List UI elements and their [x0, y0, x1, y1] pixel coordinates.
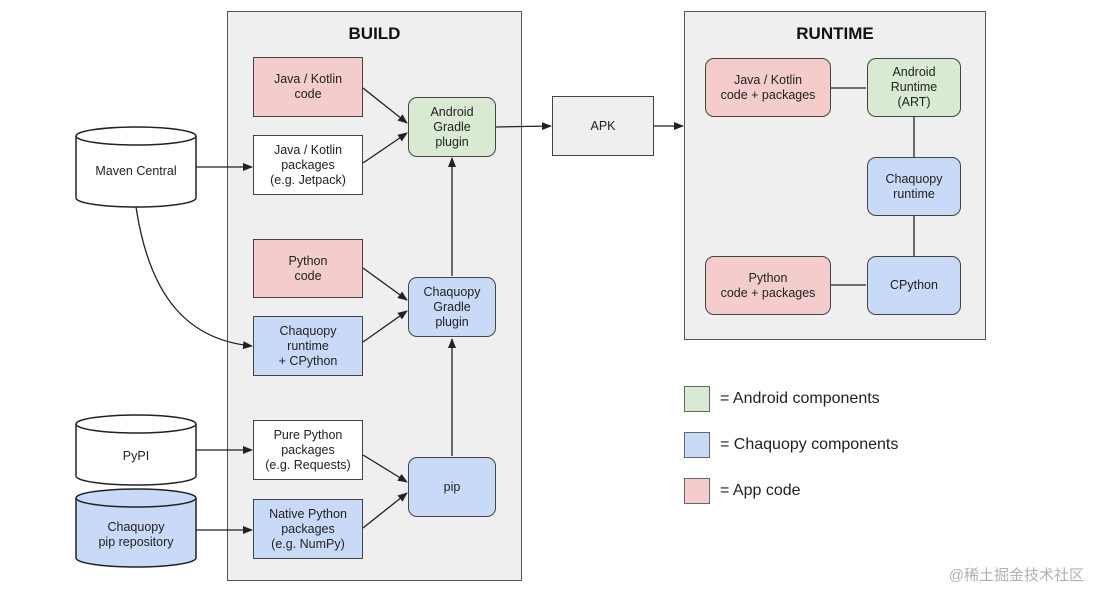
- chaquopy-gradle-plugin-node: Chaquopy Gradle plugin: [408, 277, 496, 337]
- legend-chaquopy: = Chaquopy components: [684, 432, 898, 458]
- pure-python-packages-node: Pure Python packages (e.g. Requests): [253, 420, 363, 480]
- build-title: BUILD: [348, 24, 401, 43]
- chaquopy-runtime-cpython-node: Chaquopy runtime + CPython: [253, 316, 363, 376]
- legend-app-label: = App code: [720, 482, 801, 499]
- watermark: @稀土掘金技术社区: [948, 567, 1084, 584]
- runtime-python-node: Python code + packages: [705, 256, 831, 315]
- legend-chaquopy-swatch: [684, 432, 710, 458]
- java-kotlin-packages-node: Java / Kotlin packages (e.g. Jetpack): [253, 135, 363, 195]
- runtime-java-kotlin-node: Java / Kotlin code + packages: [705, 58, 831, 117]
- runtime-title: RUNTIME: [796, 24, 874, 43]
- chaquopy-pip-repository-cylinder: [75, 488, 197, 568]
- android-gradle-plugin-node: Android Gradle plugin: [408, 97, 496, 157]
- arrow-python-code-to-cgp: [362, 267, 408, 301]
- arrow-agp-to-apk: [495, 122, 552, 131]
- arrow-pure-packages-to-pip: [362, 454, 408, 483]
- legend-chaquopy-label: = Chaquopy components: [720, 436, 899, 453]
- python-code-node: Python code: [253, 239, 363, 298]
- arrow-native-packages-to-pip: [362, 492, 408, 529]
- arrow-chaquopy-runtime-to-cgp: [362, 310, 408, 343]
- runtime-cpython-node: CPython: [867, 256, 961, 315]
- apk-node: APK: [552, 96, 654, 156]
- arrow-java-code-to-agp: [362, 87, 408, 124]
- chaquopy-pip-repository-label: Chaquopy pip repository: [98, 520, 174, 549]
- pypi-cylinder: [75, 414, 197, 486]
- legend-app: = App code: [684, 478, 801, 504]
- legend-android-label: = Android components: [720, 390, 880, 407]
- pypi-label: PyPI: [122, 448, 150, 463]
- native-python-packages-node: Native Python packages (e.g. NumPy): [253, 499, 363, 559]
- runtime-art-node: Android Runtime (ART): [867, 58, 961, 117]
- java-kotlin-code-node: Java / Kotlin code: [253, 57, 363, 117]
- arrow-java-packages-to-agp: [362, 132, 408, 164]
- legend-android: = Android components: [684, 386, 880, 412]
- maven-central-label: Maven Central: [95, 163, 177, 178]
- maven-central-cylinder: [75, 126, 197, 208]
- runtime-chaquopy-runtime-node: Chaquopy runtime: [867, 157, 961, 216]
- legend-android-swatch: [684, 386, 710, 412]
- arrow-maven-to-chaquopy-runtime: [135, 206, 253, 350]
- pip-node: pip: [408, 457, 496, 517]
- legend-app-swatch: [684, 478, 710, 504]
